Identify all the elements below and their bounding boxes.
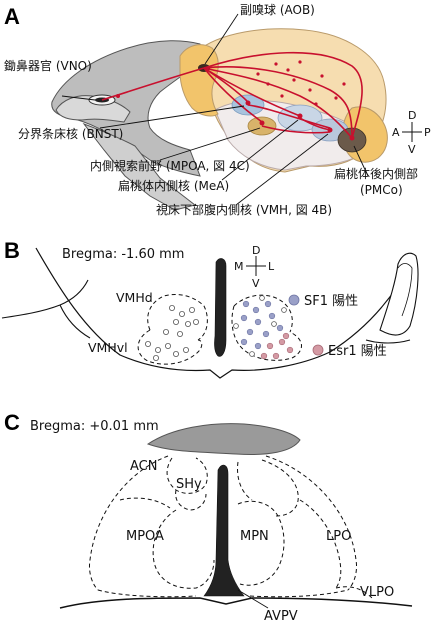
vmh-right-esr1-cells <box>260 332 294 360</box>
panel-a: A <box>4 3 431 217</box>
label-bnst: 分界条床核 (BNST) <box>18 127 123 141</box>
right-structure-inner <box>397 263 413 317</box>
compass-a: D V A P <box>392 109 431 156</box>
skull-outline <box>51 40 206 177</box>
compass-b: D V M L <box>234 244 275 290</box>
section-c-baseline <box>59 597 413 609</box>
label-aob: 副嗅球 (AOB) <box>240 3 315 17</box>
vmh-right <box>231 294 302 361</box>
projection-lines <box>101 51 363 139</box>
vmh-left-cells <box>144 304 199 361</box>
region-outlines-c <box>89 455 373 599</box>
label-pmco-line1: 扁桃体後内側部 <box>334 166 418 181</box>
panel-b-letter: B <box>4 238 20 263</box>
panel-c-letter: C <box>4 410 20 435</box>
legend-swatch-sf1 <box>288 294 300 306</box>
anterior-commissure <box>146 423 301 455</box>
projection-terminals <box>116 94 355 141</box>
label-mpn: MPN <box>240 529 269 544</box>
bregma-c: Bregma: +0.01 mm <box>30 419 159 434</box>
compass-b-l: L <box>268 260 275 273</box>
legend-label-sf1: SF1 陽性 <box>304 294 358 309</box>
label-vmh: 視床下部腹内側核 (VMH, 図 4B) <box>156 202 332 217</box>
compass-a-v: V <box>408 143 416 156</box>
label-avpv: AVPV <box>264 609 298 623</box>
legend-label-esr1: Esr1 陽性 <box>328 344 387 359</box>
optic-tract-left <box>1 279 91 339</box>
compass-a-p: P <box>424 126 431 139</box>
label-mea: 扁桃体内側核 (MeA) <box>118 178 229 193</box>
bregma-b: Bregma: -1.60 mm <box>62 247 184 262</box>
label-mpoa-c: MPOA <box>126 529 164 544</box>
label-vlpo: VLPO <box>360 585 394 600</box>
legend-swatch-esr1 <box>312 344 324 356</box>
compass-b-m: M <box>234 260 244 273</box>
right-curve <box>365 339 411 344</box>
avpv-pointer <box>237 589 269 609</box>
compass-a-a: A <box>392 126 400 139</box>
label-acn: ACN <box>130 459 157 474</box>
projection-dots <box>256 60 346 106</box>
label-vno: 鋤鼻器官 (VNO) <box>4 58 92 73</box>
right-structure <box>379 252 419 336</box>
panel-a-letter: A <box>4 4 20 29</box>
label-shy: SHy <box>176 477 202 492</box>
compass-b-d: D <box>252 244 260 257</box>
compass-a-d: D <box>408 109 416 122</box>
section-b-outline <box>35 247 413 379</box>
pointer-lines <box>61 13 369 206</box>
panel-c: C Bregma: +0.01 mm <box>4 410 413 623</box>
olfactory-bulb <box>179 44 219 117</box>
third-ventricle-b <box>214 258 227 357</box>
compass-b-v: V <box>252 277 260 290</box>
vmh-left <box>137 293 208 365</box>
label-pmco-line2: (PMCo) <box>360 183 403 197</box>
panel-b: B Bregma: -1.60 mm <box>1 238 419 379</box>
label-vmhd: VMHd <box>116 290 153 305</box>
third-ventricle-c <box>203 464 245 597</box>
jaw-outline <box>82 122 197 211</box>
vmh-right-sf1-cells <box>240 300 284 350</box>
label-vmhvl: VMHvl <box>88 340 128 355</box>
label-mpoa: 内側視索前野 (MPOA, 図 4C) <box>90 158 250 173</box>
label-lpo: LPO <box>326 529 351 544</box>
vmh-right-open-cells <box>233 295 287 357</box>
legend-b: SF1 陽性 Esr1 陽性 <box>288 294 387 359</box>
